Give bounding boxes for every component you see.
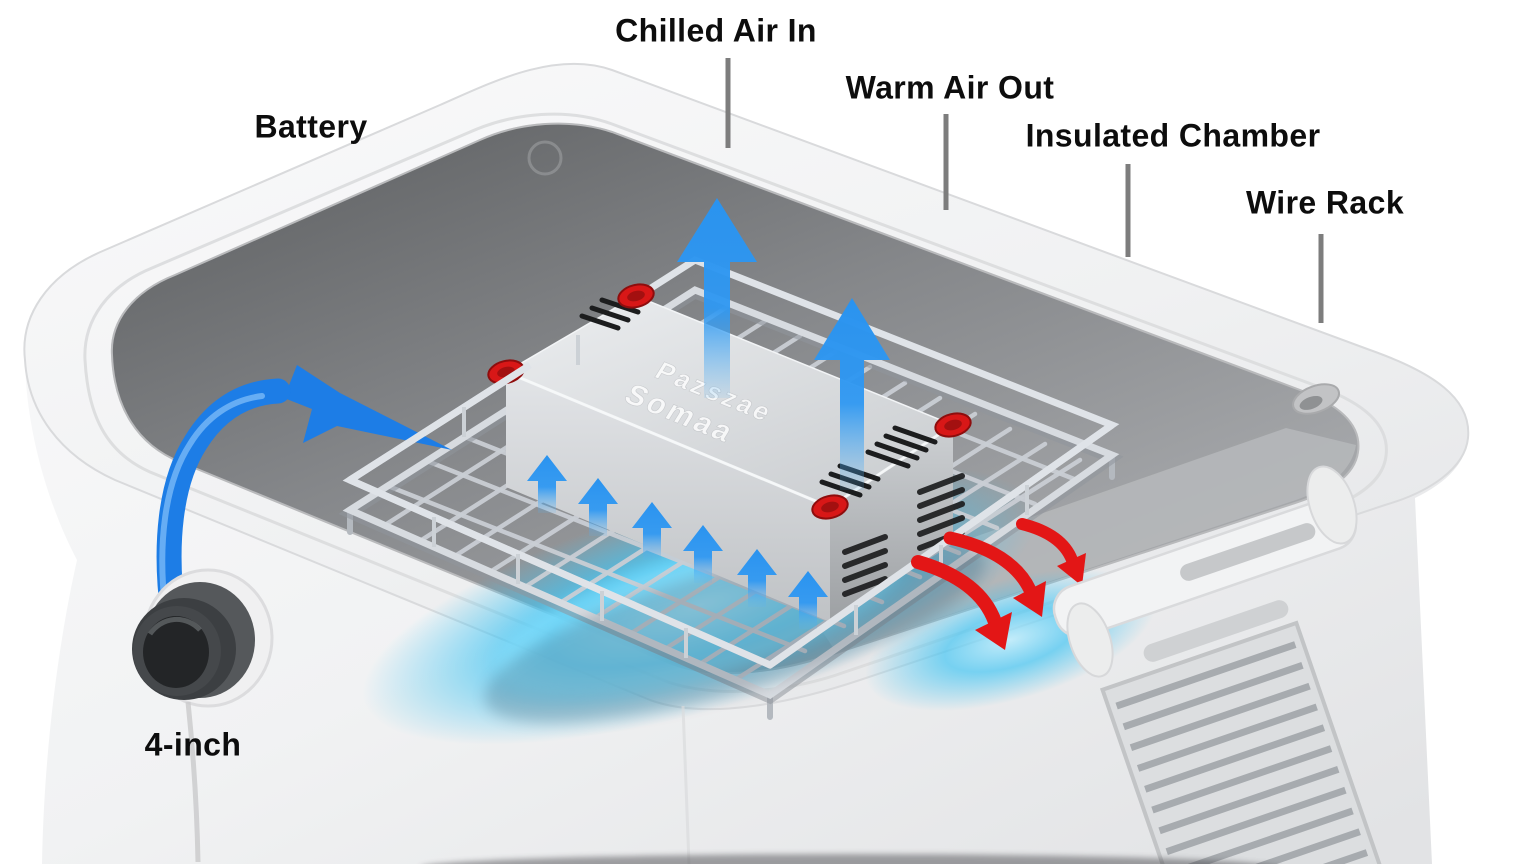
interior-mold-mark bbox=[527, 140, 563, 176]
handle-end-tab-right bbox=[1306, 465, 1358, 545]
cold-arrow-small-4 bbox=[683, 525, 723, 583]
cold-arrow-small-6 bbox=[788, 571, 828, 629]
port-fitting bbox=[132, 568, 274, 708]
warm-arrow-3-head bbox=[1057, 553, 1086, 586]
handle-end-tab-left bbox=[1066, 602, 1114, 678]
label-insulated-chamber: Insulated Chamber bbox=[1025, 117, 1321, 154]
chilled-air-arrow-large-1 bbox=[677, 198, 757, 398]
cold-arrow-small-1 bbox=[527, 455, 567, 513]
label-port-size: 4-inch bbox=[144, 726, 242, 763]
intake-hose bbox=[156, 378, 291, 627]
cold-arrow-small-3 bbox=[632, 502, 672, 560]
underside-air-arrows bbox=[527, 455, 828, 629]
warm-arrow-1-tail bbox=[911, 555, 1002, 629]
port-hole-shine bbox=[147, 616, 202, 636]
vent-grille-slats bbox=[1115, 641, 1376, 864]
warm-arrow-2-head bbox=[1013, 581, 1046, 617]
warm-arrow-3-tail bbox=[1016, 518, 1078, 566]
label-battery: Battery bbox=[254, 108, 368, 145]
leader-lines bbox=[725, 58, 1324, 323]
label-chilled-air-in: Chilled Air In bbox=[615, 12, 817, 49]
chilled-air-arrow-large-2 bbox=[814, 298, 890, 490]
vent-grille bbox=[1099, 620, 1394, 864]
label-warm-air-out: Warm Air Out bbox=[845, 69, 1055, 106]
hose-highlight bbox=[159, 393, 265, 611]
battery-side-vents bbox=[842, 473, 965, 597]
cold-arrow-small-5 bbox=[737, 549, 777, 607]
battery-terminal-caps bbox=[487, 283, 972, 520]
rim-drain-hole bbox=[1292, 383, 1340, 415]
lower-slot bbox=[1143, 600, 1289, 662]
warm-arrow-1-head bbox=[975, 612, 1012, 650]
chilled-air-arrows bbox=[677, 198, 890, 490]
ground-shadow bbox=[438, 854, 1262, 864]
warm-air-arrows bbox=[911, 518, 1086, 650]
body-seam-left bbox=[185, 701, 201, 863]
label-wire-rack: Wire Rack bbox=[1245, 184, 1405, 221]
body-seam-front bbox=[681, 705, 691, 864]
cold-arrow-small-2 bbox=[578, 478, 618, 536]
rack-rail-posts bbox=[432, 335, 1029, 658]
side-handle bbox=[1052, 465, 1358, 678]
rim-groove bbox=[83, 112, 1388, 693]
chilled-air-inlet-dart bbox=[284, 365, 452, 450]
warm-arrow-2-tail bbox=[943, 531, 1037, 597]
port-hole bbox=[143, 616, 209, 688]
handle-slot bbox=[1180, 523, 1316, 581]
